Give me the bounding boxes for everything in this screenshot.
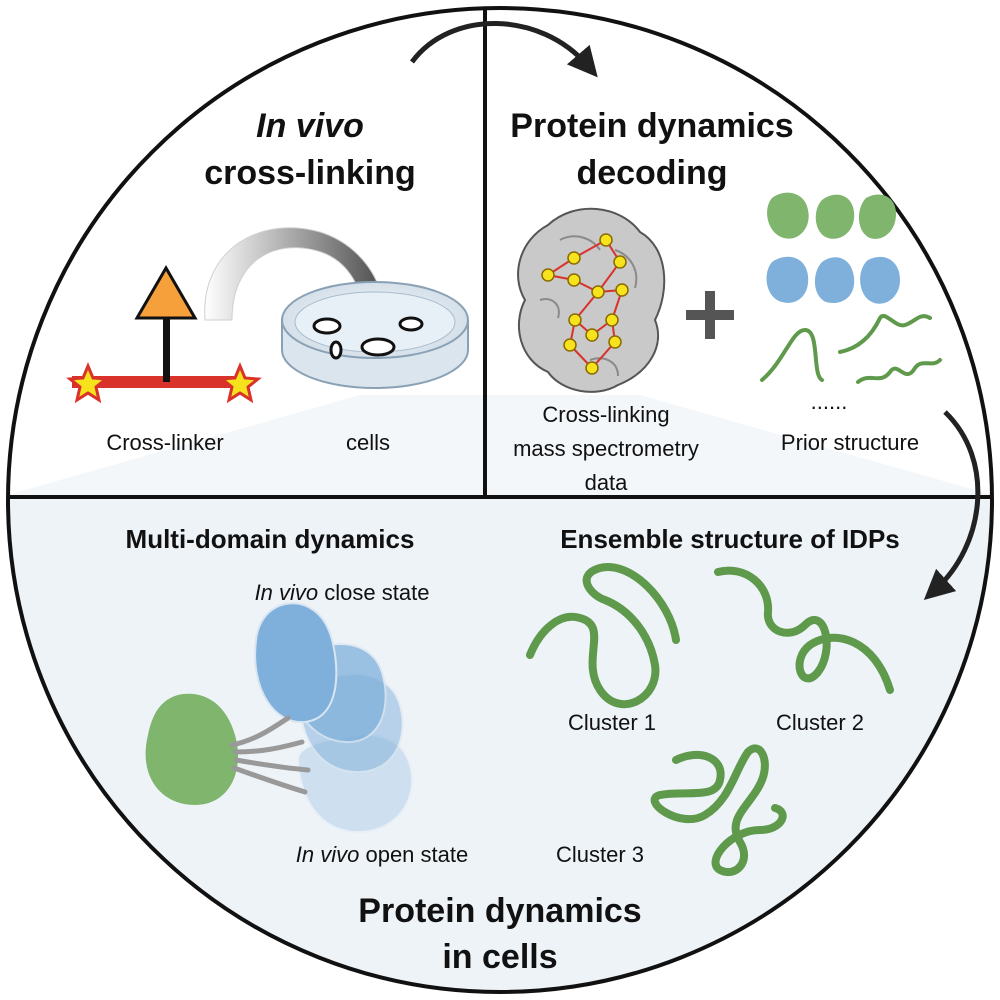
cluster-2-label: Cluster 2 — [776, 710, 864, 735]
open-state-label: In vivo open state — [296, 842, 468, 867]
multi-domain-heading: Multi-domain dynamics — [126, 524, 415, 554]
tl-title-line2: cross-linking — [204, 154, 416, 192]
label-xlms-line1: Cross-linking — [542, 402, 669, 427]
idp-cluster-1-icon — [526, 562, 680, 709]
multi-domain-protein-icon — [145, 602, 414, 834]
cluster-1-label: Cluster 1 — [568, 710, 656, 735]
idp-cluster-3-icon — [650, 744, 787, 876]
cluster-3-label: Cluster 3 — [556, 842, 644, 867]
tr-title-line2: decoding — [576, 154, 727, 192]
idp-cluster-2-icon — [714, 566, 894, 694]
label-ellipsis: ...... — [811, 389, 848, 414]
label-xlms-line2: mass spectrometry — [513, 436, 699, 461]
petri-dish-icon — [281, 281, 469, 389]
tr-title-line1: Protein dynamics — [510, 107, 793, 145]
tl-title-line1: In vivo — [256, 107, 364, 145]
label-prior-structure: Prior structure — [781, 430, 919, 455]
protein-surface-icon — [517, 207, 666, 393]
bottom-title-line1: Protein dynamics — [358, 892, 641, 930]
bottom-title-line2: in cells — [442, 938, 557, 976]
arrow-top-icon — [409, 21, 598, 78]
label-crosslinker: Cross-linker — [106, 430, 223, 455]
arrow-right-icon — [923, 410, 981, 601]
outer-circle — [6, 6, 994, 994]
label-xlms-line3: data — [585, 470, 629, 495]
idp-heading: Ensemble structure of IDPs — [560, 524, 900, 554]
crosslinker-icon — [66, 265, 262, 404]
prior-structure-domains-icon — [766, 192, 900, 304]
plus-icon — [686, 291, 734, 339]
close-state-label: In vivo close state — [255, 580, 430, 605]
prior-structure-chains-icon — [760, 314, 942, 384]
label-cells: cells — [346, 430, 390, 455]
